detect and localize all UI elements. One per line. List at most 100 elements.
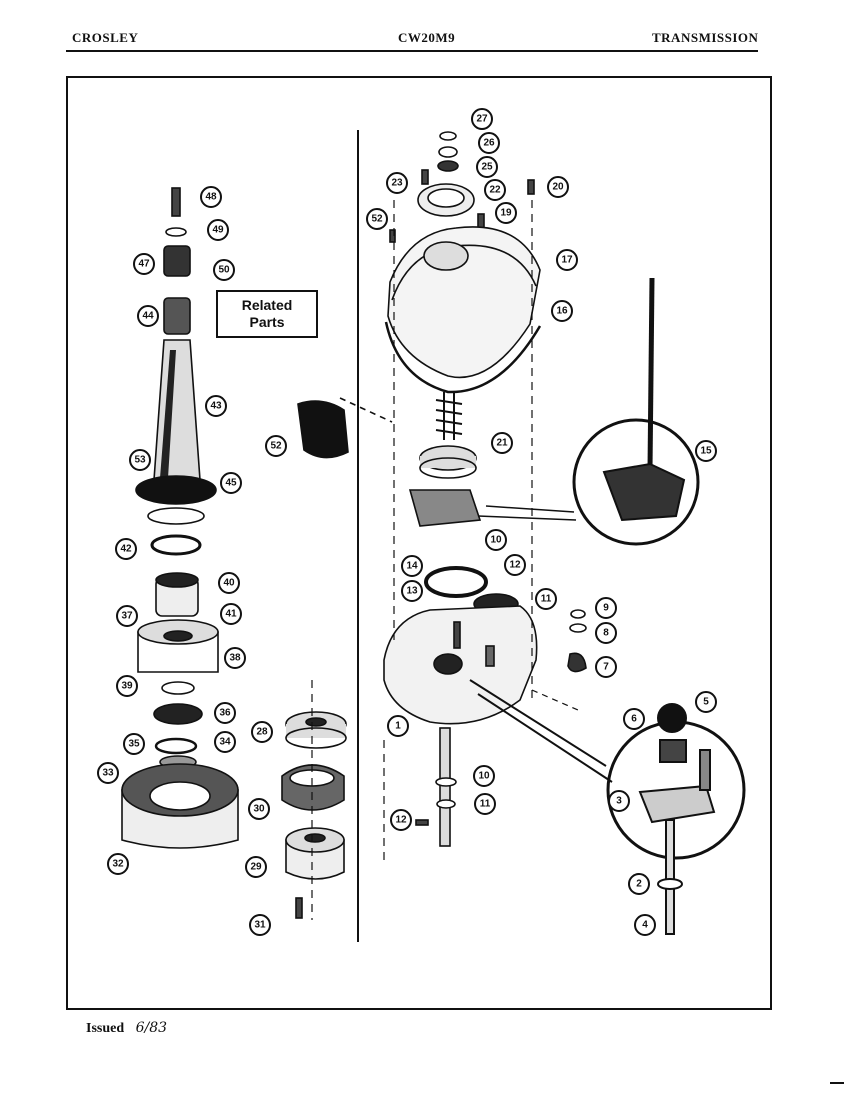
callout-43: 42	[115, 538, 137, 560]
related-parts-group	[281, 397, 393, 920]
part-21-screw	[477, 213, 485, 229]
callout-10b: 10	[473, 765, 495, 787]
header-rule	[66, 50, 758, 52]
part-17-rod	[647, 277, 655, 471]
callout-14: 12	[504, 554, 526, 576]
svg-text:27: 27	[476, 114, 488, 125]
callout-11: 11	[474, 793, 496, 815]
svg-text:42: 42	[120, 544, 132, 555]
callout-52: 52	[366, 208, 388, 230]
callout-15: 13	[401, 580, 423, 602]
part-49-washer	[165, 227, 187, 237]
svg-text:36: 36	[219, 708, 231, 719]
callout-22: 20	[547, 176, 569, 198]
svg-text:3: 3	[616, 796, 622, 807]
callout-6: 6	[623, 708, 645, 730]
header-section: TRANSMISSION	[652, 30, 759, 45]
callout-1: 1	[387, 715, 409, 737]
callout-2: 2	[628, 873, 650, 895]
callout-45: 44	[137, 305, 159, 327]
part-6-gear	[659, 739, 687, 763]
svg-text:19: 19	[500, 208, 512, 219]
svg-text:50: 50	[218, 265, 230, 276]
svg-text:1: 1	[395, 721, 401, 732]
callout-17: 15	[695, 440, 717, 462]
svg-text:28: 28	[256, 727, 268, 738]
callout-37: 36	[214, 702, 236, 724]
detail-17-group	[477, 277, 700, 546]
part-2-washer	[657, 878, 683, 890]
part-45-bearing	[163, 297, 191, 335]
svg-text:41: 41	[225, 609, 237, 620]
callout-44: 43	[205, 395, 227, 417]
part-7-spring	[567, 652, 587, 673]
svg-text:12: 12	[395, 815, 407, 826]
part-36-ring	[154, 737, 198, 755]
svg-text:16: 16	[556, 306, 568, 317]
svg-text:33: 33	[102, 768, 114, 779]
svg-text:11: 11	[541, 594, 552, 605]
svg-text:25: 25	[481, 162, 493, 173]
svg-text:53: 53	[134, 455, 146, 466]
callout-36: 35	[123, 733, 145, 755]
callout-5: 5	[695, 691, 717, 713]
svg-text:40: 40	[223, 578, 235, 589]
part-11-shaft	[439, 727, 451, 847]
diagram-frame	[66, 76, 772, 1010]
callout-24: 22	[484, 179, 506, 201]
svg-text:45: 45	[225, 478, 237, 489]
svg-text:7: 7	[603, 662, 609, 673]
svg-text:49: 49	[212, 225, 224, 236]
svg-text:44: 44	[142, 311, 154, 322]
svg-text:10: 10	[478, 771, 490, 782]
callout-49: 49	[207, 219, 229, 241]
part-9-washer	[570, 609, 586, 619]
part-25-screw	[421, 169, 429, 185]
part-19-gasket	[384, 321, 542, 394]
related-parts-line1: Related	[241, 297, 293, 313]
callout-32: 31	[249, 914, 271, 936]
svg-text:29: 29	[250, 862, 262, 873]
svg-text:13: 13	[406, 586, 418, 597]
transmission-assembly	[383, 131, 587, 860]
svg-text:39: 39	[121, 681, 133, 692]
svg-text:4: 4	[642, 920, 648, 931]
svg-text:34: 34	[219, 737, 231, 748]
part-44-spin-tube	[153, 339, 201, 481]
part-46-seal	[135, 475, 217, 505]
svg-text:26: 26	[483, 138, 495, 149]
svg-text:21: 21	[496, 438, 508, 449]
callout-39: 38	[224, 647, 246, 669]
issued-footer: Issued 6/83	[86, 1020, 167, 1037]
svg-text:37: 37	[121, 611, 133, 622]
corner-mark	[830, 1082, 844, 1084]
svg-text:48: 48	[205, 192, 217, 203]
svg-text:10: 10	[490, 535, 502, 546]
callout-46: 45	[220, 472, 242, 494]
callout-26: 25	[476, 156, 498, 178]
svg-text:31: 31	[254, 920, 266, 931]
callout-33: 32	[107, 853, 129, 875]
part-40-washer	[161, 681, 195, 695]
callout-28: 27	[471, 108, 493, 130]
related-parts-line2: Parts	[249, 314, 285, 330]
callout-31: 30	[248, 798, 270, 820]
part-20-gear-case-cover	[387, 226, 541, 379]
callout-12: 12	[390, 809, 412, 831]
part-48-bolt	[171, 187, 181, 217]
callout-16: 14	[401, 555, 423, 577]
callout-27: 26	[478, 132, 500, 154]
related-parts-box: Related Parts	[216, 290, 318, 338]
callout-7: 7	[595, 656, 617, 678]
detail-agitator-shaft-group	[469, 679, 746, 935]
callout-19: 16	[551, 300, 573, 322]
callout-51: 52	[265, 435, 287, 457]
callout-35: 34	[214, 731, 236, 753]
issued-date: 6/83	[135, 1020, 168, 1036]
svg-text:5: 5	[703, 697, 709, 708]
svg-text:11: 11	[480, 799, 491, 810]
svg-text:22: 22	[489, 185, 501, 196]
svg-text:12: 12	[509, 560, 521, 571]
svg-text:43: 43	[210, 401, 222, 412]
